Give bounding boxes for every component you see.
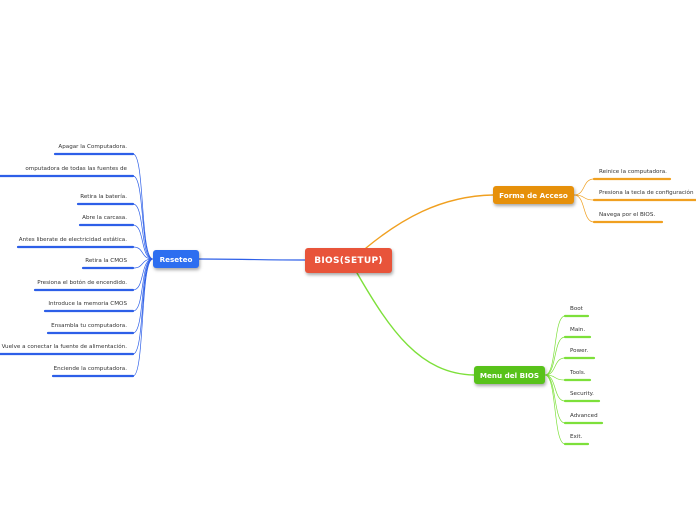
menu-del-bios-node[interactable]: Menu del BIOS [474, 366, 545, 384]
root-label: BIOS(SETUP) [314, 255, 383, 266]
root-node[interactable]: BIOS(SETUP) [305, 248, 392, 273]
menu-del-bios-item[interactable]: Boot [570, 306, 583, 312]
reseteo-item[interactable]: Introduce la memoria CMOS [48, 301, 127, 307]
connector-reseteo-item [132, 258, 154, 291]
reseteo-item[interactable]: Ensambla tu computadora. [51, 323, 127, 329]
connector-reseteo-item [132, 153, 154, 260]
connector-menu-bios-item [544, 357, 566, 376]
menu-del-bios-label: Menu del BIOS [479, 370, 540, 380]
connector-forma-acceso-item [573, 194, 595, 223]
reseteo-item[interactable]: Apagar la Computadora. [58, 144, 127, 150]
forma-de-acceso-item[interactable]: Presiona la tecla de configuración [599, 190, 694, 196]
connector-reseteo-item [132, 246, 154, 260]
reseteo-item[interactable]: Vuelve a conectar la fuente de alimentac… [1, 344, 127, 350]
connector-root-forma-acceso [365, 194, 494, 249]
reseteo-item[interactable]: Retira la batería. [80, 194, 127, 200]
menu-del-bios-item[interactable]: Main. [570, 327, 586, 333]
connector-reseteo-item [132, 258, 154, 334]
connector-reseteo-item [132, 224, 154, 260]
menu-del-bios-item[interactable]: Exit. [570, 434, 583, 440]
connector-root-reseteo [198, 258, 306, 261]
connector-menu-bios-item [544, 336, 566, 376]
forma-de-acceso-label: Forma de Acceso [499, 190, 568, 200]
connector-root-menu-bios [356, 272, 475, 376]
connector-menu-bios-item [544, 374, 566, 424]
connector-menu-bios-item [544, 374, 566, 445]
forma-de-acceso-item[interactable]: Reinice la computadora. [599, 169, 667, 175]
menu-del-bios-item[interactable]: Tools. [570, 370, 586, 376]
menu-del-bios-item[interactable]: Security. [570, 391, 594, 397]
forma-de-acceso-node[interactable]: Forma de Acceso [493, 186, 574, 204]
reseteo-label: Reseteo [159, 254, 193, 264]
menu-del-bios-item[interactable]: Power. [570, 348, 589, 354]
reseteo-item[interactable]: Presiona el botón de encendido. [37, 280, 127, 286]
connector-forma-acceso-item [573, 178, 595, 196]
connector-menu-bios-item [544, 315, 566, 376]
reseteo-node[interactable]: Reseteo [153, 250, 199, 268]
menu-del-bios-item[interactable]: Advanced [570, 413, 598, 419]
reseteo-item[interactable]: Abre la carcasa. [82, 215, 127, 221]
reseteo-item[interactable]: omputadora de todas las fuentes de [25, 166, 127, 172]
reseteo-item[interactable]: Enciende la computadora. [53, 366, 127, 372]
forma-de-acceso-item[interactable]: Navega por el BIOS. [599, 212, 656, 218]
reseteo-item[interactable]: Retira la CMOS [85, 258, 127, 264]
reseteo-item[interactable]: Antes liberate de electricidad estática. [18, 237, 127, 243]
connector-reseteo-item [132, 175, 154, 260]
connector-reseteo-item [132, 258, 154, 377]
connector-reseteo-item [132, 203, 154, 260]
